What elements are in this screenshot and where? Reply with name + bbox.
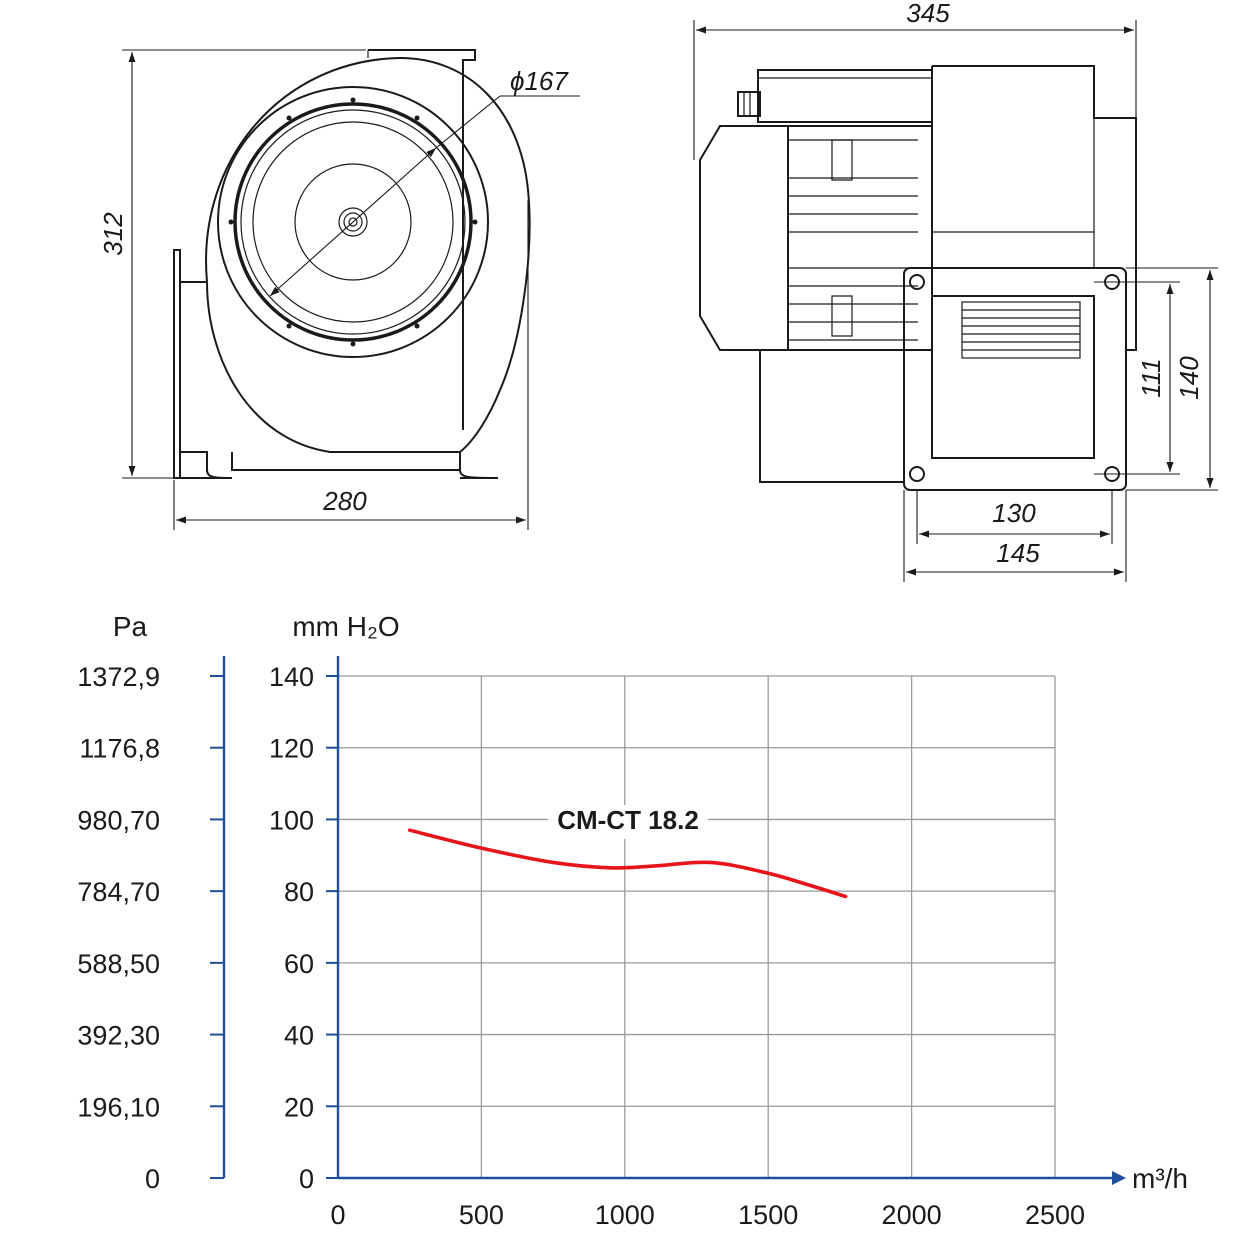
dim-outlet-inner-width: 130 (992, 498, 1036, 528)
x-unit: m³/h (1132, 1163, 1188, 1194)
x-tick-label: 0 (330, 1200, 345, 1230)
dim-outlet-outer-height: 140 (1174, 356, 1204, 400)
side-view-drawing (693, 20, 1218, 582)
x-axis-arrow (1112, 1171, 1126, 1185)
dim-outlet-outer-width: 145 (996, 538, 1040, 568)
pressure-flow-chart: 0 500 1000 1500 2000 2500 0 20 40 60 80 100 120 140 0 1… (77, 656, 1126, 1230)
chart-grid (338, 675, 1056, 1178)
dim-side-length: 345 (906, 0, 950, 28)
series-curve (407, 828, 848, 899)
x-tick-label: 500 (459, 1200, 504, 1230)
chart-axes (222, 656, 1126, 1185)
chart-curves: CM-CT 18.2 (407, 805, 848, 899)
y-tick-label-pa: 392,30 (77, 1021, 160, 1051)
y-tick-label-pa: 0 (145, 1164, 160, 1194)
y-tick-label-mmh2o: 0 (299, 1164, 314, 1194)
chart-ticks: 0 500 1000 1500 2000 2500 0 20 40 60 80 100 120 140 0 1… (77, 662, 1085, 1230)
y-tick-label-mmh2o: 80 (284, 877, 314, 907)
front-view-drawing (122, 49, 580, 530)
y-tick-label-mmh2o: 20 (284, 1092, 314, 1122)
y-tick-label-mmh2o: 140 (269, 662, 314, 692)
dim-inlet-diameter: ϕ167 (510, 66, 569, 96)
dim-front-width: 280 (322, 486, 367, 516)
y-tick-label-pa: 784,70 (77, 877, 160, 907)
y-tick-label-pa: 980,70 (77, 805, 160, 835)
dim-outlet-inner-height: 111 (1136, 358, 1166, 398)
series-label: CM-CT 18.2 (557, 805, 699, 835)
y-tick-label-mmh2o: 120 (269, 734, 314, 764)
y-tick-label-pa: 196,10 (77, 1092, 160, 1122)
y-tick-label-mmh2o: 40 (284, 1021, 314, 1051)
y-tick-label-mmh2o: 100 (269, 805, 314, 835)
y-unit-mmh2o: mm H₂O (292, 611, 399, 642)
x-tick-label: 1000 (595, 1200, 655, 1230)
series-label-bg (548, 805, 708, 839)
dim-front-height: 312 (98, 212, 128, 256)
x-tick-label: 2500 (1025, 1200, 1085, 1230)
y-tick-label-pa: 1372,9 (77, 662, 160, 692)
x-tick-label: 2000 (882, 1200, 942, 1230)
x-tick-label: 1500 (738, 1200, 798, 1230)
y-tick-label-mmh2o: 60 (284, 949, 314, 979)
y-tick-label-pa: 588,50 (77, 949, 160, 979)
y-tick-label-pa: 1176,8 (79, 734, 160, 764)
y-unit-pa: Pa (113, 611, 148, 642)
